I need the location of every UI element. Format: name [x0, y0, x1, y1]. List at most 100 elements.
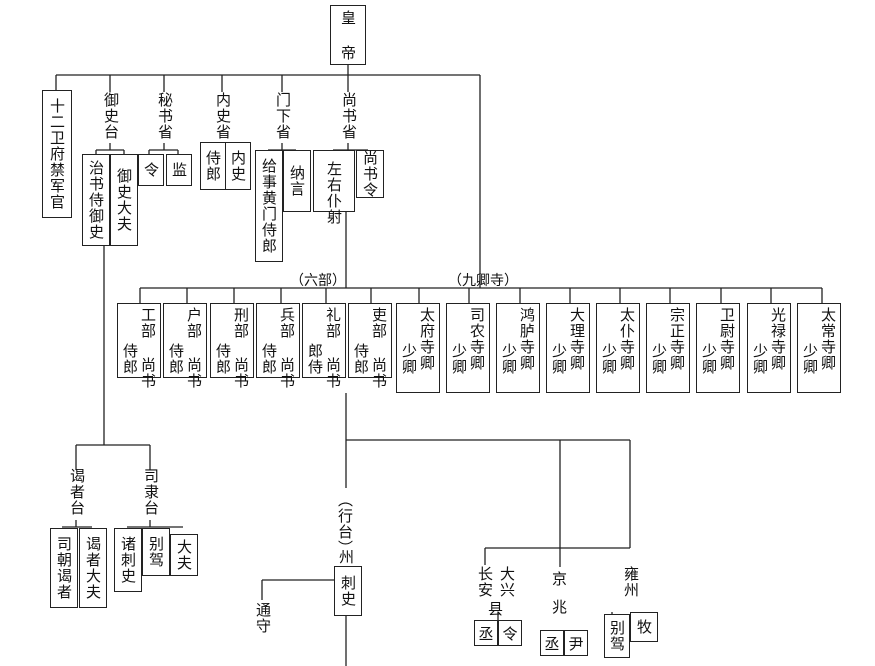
- court-box: 大理寺卿少卿: [546, 303, 590, 393]
- court-name: 光禄寺: [769, 307, 787, 355]
- yezhe-sub-b-label: 谒者大夫: [84, 536, 102, 600]
- sili-sub-b-box: 别驾: [142, 528, 170, 576]
- court-title-a: 少卿: [700, 343, 718, 375]
- cishi-label: 刺史: [339, 575, 357, 607]
- ministry-title-b: 尚书: [278, 357, 296, 389]
- daxing-title: 大兴: [498, 566, 518, 602]
- ministry-name: 刑部: [232, 307, 250, 339]
- chancellery-label: 门下省: [274, 92, 292, 140]
- yongzhou-label: 雍州: [622, 566, 640, 598]
- zhao-label: 兆: [552, 598, 568, 616]
- court-box: 太仆寺卿少卿: [596, 303, 640, 393]
- inner-history-sub-b-box: 内史: [225, 142, 251, 190]
- censorate-sub-b-box: 御史大夫: [110, 154, 138, 246]
- court-box: 鸿胪寺卿少卿: [496, 303, 540, 393]
- court-box: 卫尉寺卿少卿: [696, 303, 740, 393]
- court-title-a: 少卿: [751, 343, 769, 375]
- court-title-a: 少卿: [550, 343, 568, 375]
- court-name: 司农寺: [468, 307, 486, 355]
- court-box: 太常寺卿少卿: [797, 303, 841, 393]
- court-title-b: 卿: [769, 355, 787, 371]
- ministry-box: 吏部尚书侍郎: [348, 303, 392, 389]
- ministry-name: 兵部: [278, 307, 296, 339]
- secretariat-sub-a-box: 令: [138, 154, 164, 186]
- yezhe-label: 谒者台: [68, 468, 86, 516]
- yongzhou-title: 雍州: [620, 566, 642, 598]
- jingzhao-cheng-box: 丞: [540, 630, 564, 656]
- guards-box: 十二卫府禁军官: [42, 90, 72, 218]
- ministry-title-b: 尚书: [324, 357, 342, 389]
- court-title-b: 卿: [418, 355, 436, 371]
- xingtai-label: （行台）: [336, 492, 354, 556]
- secretariat-sub-b-box: 监: [166, 154, 192, 186]
- sili-sub-a-box: 诸刺史: [114, 528, 142, 592]
- inner-history-sub-b-label: 内史: [229, 150, 247, 182]
- sili-sub-c-label: 大夫: [175, 539, 193, 571]
- zhou-label: 州: [339, 548, 355, 566]
- secretariat-title: 秘书省: [154, 92, 176, 140]
- ministry-box: 兵部尚书侍郎: [256, 303, 300, 389]
- ministry-box: 户部尚书侍郎: [163, 303, 207, 389]
- ministry-box: 工部尚书侍郎: [117, 303, 161, 389]
- changan-label: 长安: [476, 566, 494, 598]
- changan-title: 长安: [476, 566, 496, 602]
- ministry-title-b: 尚书: [232, 357, 250, 389]
- state-affairs-sub-b-label: 尚书令: [361, 150, 379, 198]
- ministry-title-a: 侍郎: [352, 343, 370, 375]
- state-affairs-title: 尚书省: [338, 92, 360, 140]
- censorate-sub-b-label: 御史大夫: [115, 168, 133, 232]
- chancellery-sub-b-box: 纳言: [283, 150, 311, 212]
- daxing-label: 大兴: [498, 566, 516, 598]
- court-title-b: 卿: [518, 355, 536, 371]
- ministry-title-a: 侍郎: [260, 343, 278, 375]
- ministry-name: 户部: [185, 307, 203, 339]
- emperor-label: 皇 帝: [339, 9, 357, 61]
- chancellery-sub-a-label: 给事黄门侍郎: [260, 158, 278, 254]
- court-title-a: 少卿: [400, 343, 418, 375]
- yongzhou-mu-box: 牧: [630, 612, 658, 642]
- censorate-sub-a-box: 治书侍御史: [82, 154, 110, 246]
- sili-sub-c-box: 大夫: [170, 534, 198, 576]
- county-cheng-label: 丞: [478, 624, 494, 643]
- jing-label: 京: [552, 570, 568, 588]
- tongshou-title: 通守: [252, 602, 274, 634]
- court-title-a: 少卿: [650, 343, 668, 375]
- yezhe-title: 谒者台: [66, 468, 88, 516]
- yezhe-sub-a-label: 司朝谒者: [55, 536, 73, 600]
- court-name: 太常寺: [819, 307, 837, 355]
- state-affairs-sub-a-label: 左右仆射: [325, 161, 343, 225]
- ministry-title-b: 尚书: [370, 357, 388, 389]
- state-affairs-sub-a-box: 左右仆射: [313, 150, 355, 225]
- yongzhou-biejia-label: 别驾: [608, 620, 626, 652]
- court-title-a: 少卿: [801, 343, 819, 375]
- ministry-box: 礼部尚书郎侍: [302, 303, 346, 389]
- court-box: 宗正寺卿少卿: [646, 303, 690, 393]
- inner-history-sub-a-box: 侍郎: [200, 142, 226, 190]
- state-affairs-sub-b-box: 尚书令: [356, 150, 384, 198]
- county-ling-box: 令: [498, 620, 522, 646]
- ministry-title-a: 侍郎: [121, 343, 139, 375]
- sili-title: 司隶台: [140, 468, 162, 516]
- censorate-title: 御史台: [100, 92, 122, 140]
- court-box: 司农寺卿少卿: [446, 303, 490, 393]
- court-title-a: 少卿: [450, 343, 468, 375]
- chancellery-sub-b-label: 纳言: [288, 165, 306, 197]
- inner-history-label: 内史省: [214, 92, 232, 140]
- court-box: 太府寺卿少卿: [396, 303, 440, 393]
- ministry-title-b: 尚书: [185, 357, 203, 389]
- court-title-a: 少卿: [600, 343, 618, 375]
- court-title-b: 卿: [618, 355, 636, 371]
- cishi-box: 刺史: [334, 566, 362, 616]
- inner-history-title: 内史省: [212, 92, 234, 140]
- court-name: 卫尉寺: [718, 307, 736, 355]
- jingzhao-yin-box: 尹: [564, 630, 588, 656]
- county-cheng-box: 丞: [474, 620, 498, 646]
- yezhe-sub-a-box: 司朝谒者: [50, 528, 78, 608]
- yongzhou-biejia-box: 别驾: [604, 614, 630, 658]
- ministry-title-b: 尚书: [139, 357, 157, 389]
- court-title-a: 少卿: [500, 343, 518, 375]
- secretariat-sub-b-label: 监: [170, 162, 188, 178]
- court-title-b: 卿: [568, 355, 586, 371]
- court-name: 太府寺: [418, 307, 436, 355]
